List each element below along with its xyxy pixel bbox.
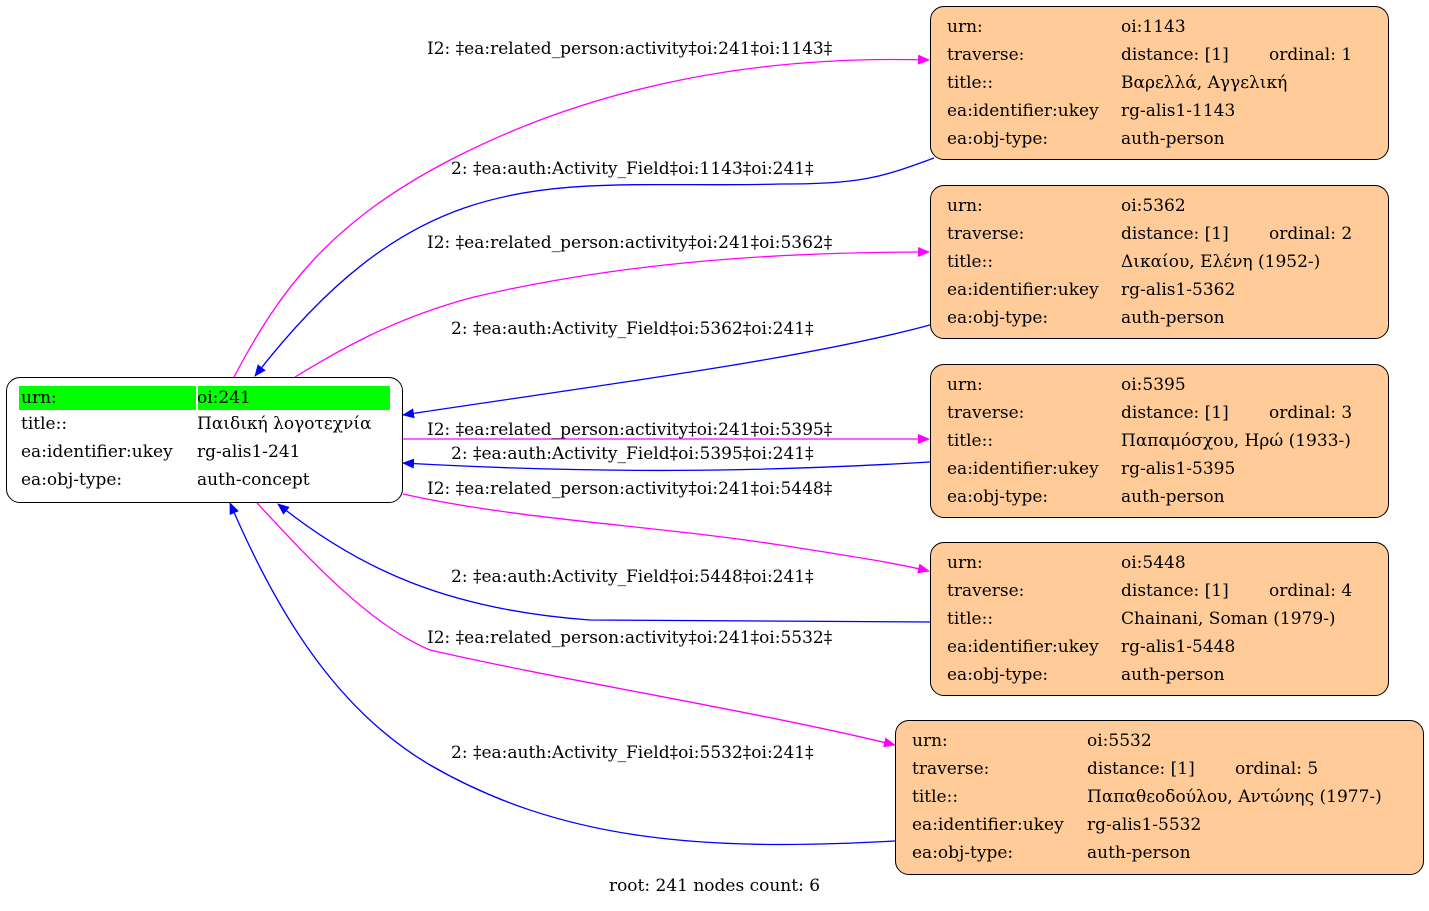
root-type-value: auth-concept (197, 470, 310, 490)
node-ukey-key: ea:identifier:ukey (912, 815, 1064, 835)
node-ordinal: ordinal: 1 (1269, 45, 1353, 65)
node-type-key: ea:obj-type: (947, 129, 1049, 149)
node-title-value: Παπαθεοδούλου, Αντώνης (1977-) (1087, 787, 1382, 807)
node-type-value: auth-person (1121, 308, 1225, 328)
node-title-value: Chainani, Soman (1979-) (1121, 609, 1336, 629)
node-urn-key: urn: (947, 553, 983, 573)
node-title-key: title:: (947, 609, 994, 629)
node-ordinal: ordinal: 3 (1269, 403, 1353, 423)
node-urn-value: oi:5532 (1087, 731, 1152, 751)
node-distance: distance: [1] (1121, 403, 1229, 423)
node-title-key: title:: (947, 73, 994, 93)
node-type-value: auth-person (1121, 129, 1225, 149)
edge-label-in-5532: 2: ‡ea:auth:Activity_Field‡oi:5532‡oi:24… (451, 743, 814, 763)
node-title-key: title:: (947, 431, 994, 451)
root-title-value: Παιδική λογοτεχνία (197, 414, 372, 434)
edge-label-in-1143: 2: ‡ea:auth:Activity_Field‡oi:1143‡oi:24… (451, 159, 814, 179)
graph-footer: root: 241 nodes count: 6 (608, 876, 821, 896)
root-title-key: title:: (21, 414, 68, 434)
node-oi-5532[interactable]: urn: oi:5532 traverse: distance: [1] ordina… (895, 720, 1424, 875)
root-node[interactable]: urn: oi:241 title:: Παιδική λογοτεχνία e… (6, 377, 403, 503)
edge-label-out-5395: I2: ‡ea:related_person:activity‡oi:241‡o… (427, 420, 833, 440)
node-ukey-key: ea:identifier:ukey (947, 459, 1099, 479)
node-type-key: ea:obj-type: (912, 843, 1014, 863)
node-oi-5362[interactable]: urn: oi:5362 traverse: distance: [1] ordina… (930, 185, 1389, 339)
edge-out-5532 (256, 502, 896, 748)
node-urn-value: oi:1143 (1121, 17, 1186, 37)
node-title-value: Δικαίου, Ελένη (1952-) (1121, 252, 1321, 272)
node-ukey-value: rg-alis1-5362 (1121, 280, 1236, 300)
node-ordinal: ordinal: 5 (1235, 759, 1319, 779)
node-ukey-key: ea:identifier:ukey (947, 101, 1099, 121)
edge-in-5395 (402, 458, 931, 472)
edge-in-1143 (254, 157, 935, 377)
node-ordinal: ordinal: 2 (1269, 224, 1353, 244)
node-urn-key: urn: (947, 196, 983, 216)
node-title-value: Βαρελλά, Αγγελική (1121, 73, 1288, 93)
node-ukey-value: rg-alis1-5532 (1087, 815, 1202, 835)
node-traverse-key: traverse: (947, 403, 1025, 423)
root-ukey-value: rg-alis1-241 (197, 442, 301, 462)
edge-out-5362 (294, 247, 930, 378)
node-type-value: auth-person (1087, 843, 1191, 863)
node-traverse-key: traverse: (912, 759, 990, 779)
node-oi-1143[interactable]: urn: oi:1143 traverse: distance: [1] ordina… (930, 6, 1389, 160)
node-distance: distance: [1] (1087, 759, 1195, 779)
edge-label-out-1143: I2: ‡ea:related_person:activity‡oi:241‡o… (427, 39, 833, 59)
node-distance: distance: [1] (1121, 581, 1229, 601)
edge-in-5448 (277, 503, 931, 623)
node-title-value: Παπαμόσχου, Ηρώ (1933-) (1121, 431, 1351, 451)
node-ukey-value: rg-alis1-5395 (1121, 459, 1236, 479)
node-ordinal: ordinal: 4 (1269, 581, 1353, 601)
node-ukey-key: ea:identifier:ukey (947, 280, 1099, 300)
node-traverse-key: traverse: (947, 45, 1025, 65)
node-urn-key: urn: (912, 731, 948, 751)
edge-label-in-5448: 2: ‡ea:auth:Activity_Field‡oi:5448‡oi:24… (451, 567, 814, 587)
node-title-key: title:: (912, 787, 959, 807)
node-urn-value: oi:5395 (1121, 375, 1186, 395)
node-title-key: title:: (947, 252, 994, 272)
node-type-value: auth-person (1121, 665, 1225, 685)
node-oi-5448[interactable]: urn: oi:5448 traverse: distance: [1] ordina… (930, 542, 1389, 696)
edge-label-in-5395: 2: ‡ea:auth:Activity_Field‡oi:5395‡oi:24… (451, 444, 814, 464)
edge-label-out-5448: I2: ‡ea:related_person:activity‡oi:241‡o… (427, 479, 833, 499)
edge-label-in-5362: 2: ‡ea:auth:Activity_Field‡oi:5362‡oi:24… (451, 319, 814, 339)
edge-out-1143 (233, 54, 930, 378)
node-distance: distance: [1] (1121, 224, 1229, 244)
node-urn-key: urn: (947, 17, 983, 37)
root-ukey-key: ea:identifier:ukey (21, 442, 173, 462)
node-traverse-key: traverse: (947, 581, 1025, 601)
node-distance: distance: [1] (1121, 45, 1229, 65)
node-ukey-key: ea:identifier:ukey (947, 637, 1099, 657)
root-urn-value-highlight (198, 386, 390, 410)
node-urn-value: oi:5362 (1121, 196, 1186, 216)
node-type-key: ea:obj-type: (947, 665, 1049, 685)
node-type-value: auth-person (1121, 487, 1225, 507)
edge-in-5362 (402, 324, 931, 419)
node-traverse-key: traverse: (947, 224, 1025, 244)
edge-in-5532 (229, 502, 896, 846)
node-urn-key: urn: (947, 375, 983, 395)
root-urn-key: urn: (21, 388, 57, 408)
node-oi-5395[interactable]: urn: oi:5395 traverse: distance: [1] ordina… (930, 364, 1389, 518)
root-type-key: ea:obj-type: (21, 470, 123, 490)
root-urn-key-highlight (19, 386, 196, 410)
node-type-key: ea:obj-type: (947, 308, 1049, 328)
node-ukey-value: rg-alis1-1143 (1121, 101, 1236, 121)
node-urn-value: oi:5448 (1121, 553, 1186, 573)
edge-label-out-5532: I2: ‡ea:related_person:activity‡oi:241‡o… (427, 628, 833, 648)
root-urn-value: oi:241 (197, 388, 251, 408)
edge-label-out-5362: I2: ‡ea:related_person:activity‡oi:241‡o… (427, 233, 833, 253)
node-type-key: ea:obj-type: (947, 487, 1049, 507)
node-ukey-value: rg-alis1-5448 (1121, 637, 1236, 657)
edge-out-5448 (402, 493, 930, 574)
